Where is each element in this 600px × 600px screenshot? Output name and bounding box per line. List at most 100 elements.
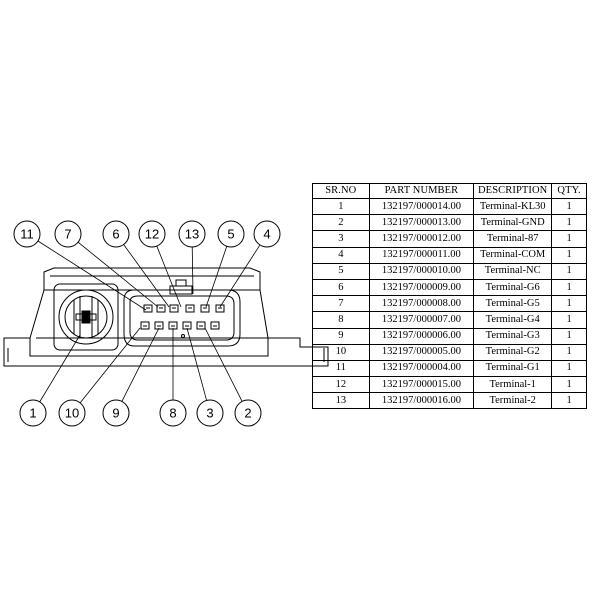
callout-3: 3 [196,399,224,427]
leader-line [205,246,228,308]
terminal-pin [154,321,164,330]
cell-qty: 1 [551,311,587,329]
leader-lines [37,240,261,404]
cell-qty: 1 [551,359,587,378]
callout-6: 6 [102,220,130,248]
callout-circle [178,220,206,248]
cell-part-number: 132197/000008.00 [368,295,475,313]
leader-line [186,327,207,401]
cell-sr-no: 11 [312,359,370,378]
callout-label: 9 [112,406,119,421]
cell-qty: 1 [551,376,587,394]
terminal-pin [185,304,195,313]
cell-description: Terminal-G6 [473,278,553,297]
leader-line [77,241,159,308]
cell-part-number: 132197/000005.00 [368,343,475,361]
leader-line [123,244,170,308]
cell-sr-no: 6 [312,278,370,297]
cell-description: Terminal-GND [473,214,553,232]
callout-circle [234,399,262,427]
cell-part-number: 132197/000013.00 [368,214,475,232]
cell-part-number: 132197/000004.00 [368,359,475,378]
terminal-pin [140,321,150,330]
callout-label: 4 [263,227,270,242]
cell-sr-no: 9 [312,327,370,345]
housing-body [3,267,329,367]
callout-circle [196,399,224,427]
cell-part-number: 132197/000015.00 [368,376,475,394]
callout-label: 2 [244,406,251,421]
cell-sr-no: 1 [312,197,370,216]
callout-2: 2 [234,399,262,427]
leader-line [156,245,182,308]
callout-circle [13,220,41,248]
callout-13: 13 [178,220,206,248]
callout-label: 6 [112,227,119,242]
header-qty: QTY. [551,183,587,199]
header-part-number: PART NUMBER [368,183,475,199]
cell-description: Terminal-1 [473,376,553,394]
cell-qty: 1 [551,343,587,361]
callout-circle [102,220,130,248]
terminal-pin [156,304,166,313]
cell-description: Terminal-NC [473,262,553,280]
cell-qty: 1 [551,214,587,232]
callout-circle [217,220,245,248]
callout-4: 4 [253,220,281,248]
cell-sr-no: 5 [312,262,370,280]
cell-qty: 1 [551,262,587,280]
terminal-pin [169,304,179,313]
callout-8: 8 [159,399,187,427]
cell-qty: 1 [551,295,587,313]
leader-line [79,327,141,404]
cell-sr-no: 4 [312,246,370,264]
cell-qty: 1 [551,327,587,345]
cell-description: Terminal-G2 [473,343,553,361]
cell-qty: 1 [551,392,587,410]
cell-part-number: 132197/000014.00 [368,197,475,216]
leader-line [121,327,160,402]
leader-line [37,240,147,311]
leader-line [39,334,81,403]
callout-label: 8 [169,406,176,421]
terminal-pin [215,304,225,313]
callout-circle [102,399,130,427]
cell-part-number: 132197/000012.00 [368,230,475,248]
cell-qty: 1 [551,278,587,297]
cell-part-number: 132197/000007.00 [368,311,475,329]
callout-label: 13 [185,227,199,242]
cell-qty: 1 [551,230,587,248]
cell-description: Terminal-COM [473,246,553,264]
cell-part-number: 132197/000009.00 [368,278,475,297]
leader-line [191,246,194,295]
cell-description: Terminal-G4 [473,311,553,329]
cell-description: Terminal-G3 [473,327,553,345]
callout-circle [54,220,82,248]
callout-label: 7 [64,227,71,242]
header-description: DESCRIPTION [473,183,553,199]
cell-sr-no: 10 [312,343,370,361]
callout-9: 9 [102,399,130,427]
callout-label: 11 [20,227,34,242]
center-mark [181,334,185,338]
callout-label: 12 [145,227,159,242]
callout-12: 12 [138,220,166,248]
callout-circle [159,399,187,427]
